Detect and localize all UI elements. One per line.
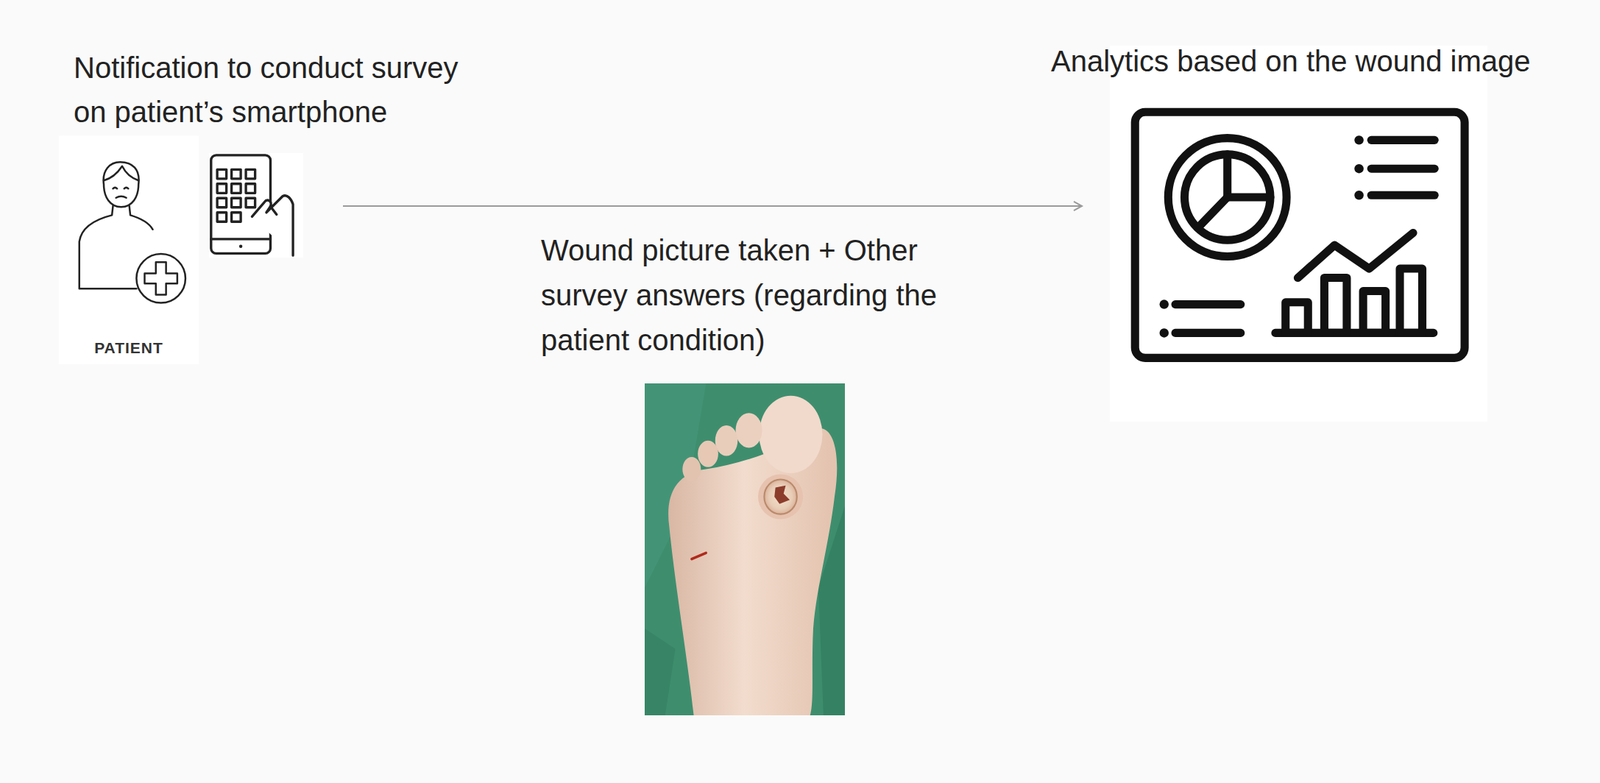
survey-heading: Notification to conduct survey on patien… [73, 45, 479, 134]
arrow-head [1073, 201, 1082, 211]
patient-icon [58, 135, 199, 365]
edge-label: Wound picture taken + Other survey answe… [540, 228, 968, 363]
analytics-heading: Analytics based on the wound image [1050, 43, 1531, 79]
wound-photo [644, 383, 845, 716]
dashboard-icon [1109, 45, 1488, 422]
patient-label: PATIENT [58, 339, 199, 357]
connector-line [342, 205, 1082, 207]
phone-icon [209, 153, 304, 258]
flow-arrow [342, 201, 1082, 211]
analytics-dashboard: Analytics based on the wound image [1109, 45, 1488, 422]
patient-group: Notification to conduct survey on patien… [58, 135, 304, 365]
